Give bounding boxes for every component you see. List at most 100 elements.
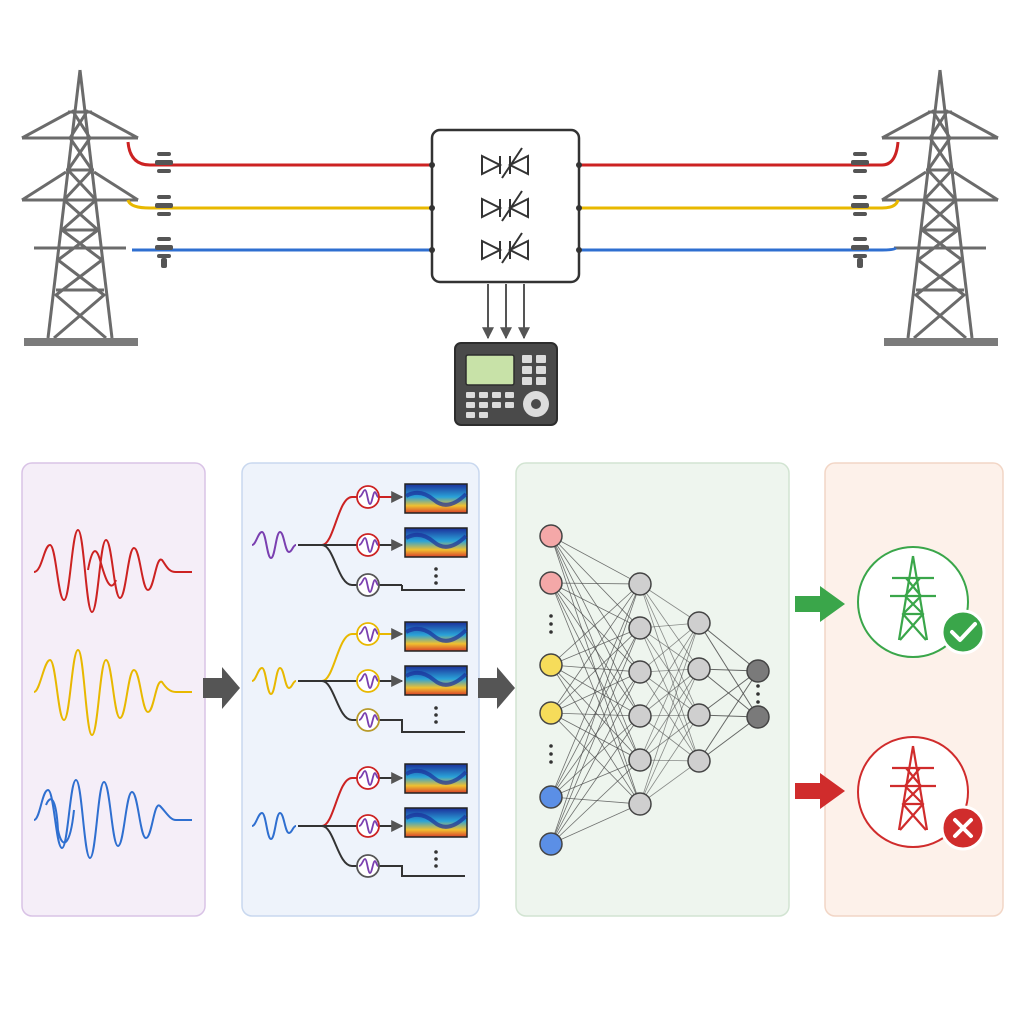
network-connection	[550, 583, 641, 798]
check-circle-icon	[940, 609, 986, 655]
network-connection	[550, 671, 641, 714]
network-panel	[515, 462, 790, 917]
hidden-node	[628, 660, 652, 684]
hidden-node	[628, 616, 652, 640]
network-connection	[550, 583, 641, 666]
phase-a-waveform	[33, 528, 192, 614]
hidden-node	[628, 792, 652, 816]
network-connection	[639, 583, 700, 670]
hidden-node	[628, 704, 652, 728]
network-connection	[639, 622, 700, 761]
network-connection	[550, 715, 641, 798]
phase-b-waveform	[33, 648, 192, 737]
network-connection	[639, 627, 700, 762]
spectrograms	[404, 483, 468, 838]
phase-c-line	[132, 246, 898, 252]
ellipsis-dot	[756, 700, 760, 704]
hidden-node	[687, 703, 711, 727]
wavelet-filter-icon	[356, 708, 380, 732]
spectrogram-image	[404, 763, 468, 794]
network-connection	[550, 582, 641, 673]
left-insulators-icon	[155, 152, 173, 268]
network-connection	[639, 714, 700, 805]
normal-tower-icon	[890, 555, 936, 641]
network-connection	[550, 535, 641, 673]
neural-network	[539, 524, 770, 856]
ellipsis-dot	[549, 614, 553, 618]
network-connection	[550, 582, 641, 585]
thyristor-switch-icon	[429, 128, 582, 284]
fault-tower-icon	[890, 745, 936, 831]
raw-waveforms	[33, 528, 192, 860]
controller-device-icon	[454, 342, 558, 426]
ellipsis-dot	[549, 622, 553, 626]
cross-circle-icon	[940, 805, 986, 851]
phase-c-waveform	[33, 778, 192, 860]
spectrogram-image	[404, 807, 468, 838]
wavelet-filter-icon	[356, 485, 380, 509]
normal-output-arrow	[795, 586, 845, 622]
network-connection	[550, 582, 641, 805]
flow-arrow-2	[478, 667, 515, 709]
spectrogram-image	[404, 527, 468, 558]
wavelet-filter-icon	[356, 533, 380, 557]
network-connection	[698, 622, 759, 672]
right-insulators-icon	[851, 152, 869, 268]
network-connection	[550, 582, 641, 761]
transform-tree	[251, 491, 465, 877]
output-panel	[824, 462, 1004, 917]
network-connection	[698, 670, 759, 716]
network-connection	[550, 535, 641, 629]
flow-arrow-1	[203, 667, 240, 709]
network-connection	[639, 583, 700, 624]
hidden-node	[687, 611, 711, 635]
spectrogram-image	[404, 621, 468, 652]
network-connection	[639, 715, 700, 762]
network-connection	[550, 664, 641, 673]
network-connection	[550, 583, 641, 714]
ellipsis-dot	[549, 744, 553, 748]
network-connection	[639, 760, 700, 805]
network-connection	[639, 668, 700, 805]
input-node	[539, 653, 563, 677]
transmission-system	[21, 69, 999, 426]
network-connection	[639, 583, 700, 762]
output-node	[746, 659, 770, 683]
ellipsis-dot	[549, 752, 553, 756]
hidden-node	[628, 572, 652, 596]
input-node	[539, 785, 563, 809]
hidden-node	[628, 748, 652, 772]
signal-arrows	[482, 284, 530, 340]
input-node	[539, 524, 563, 548]
output-node	[746, 705, 770, 729]
network-connection	[639, 714, 700, 761]
network-connection	[698, 670, 759, 762]
network-connection	[639, 671, 700, 716]
right-transmission-tower-icon	[881, 69, 999, 346]
hidden-node	[687, 657, 711, 681]
network-connection	[550, 627, 641, 666]
network-connection	[550, 671, 641, 845]
blue-input-wavelet	[251, 811, 297, 841]
network-connection	[550, 627, 641, 845]
wavelet-filter-icon	[356, 854, 380, 878]
network-connection	[639, 622, 700, 673]
network-connection	[639, 622, 700, 717]
network-connection	[639, 671, 700, 762]
yellow-input-wavelet	[251, 666, 297, 696]
ellipsis-dot	[549, 760, 553, 764]
network-connection	[550, 759, 641, 798]
network-connection	[639, 583, 700, 716]
network-connection	[698, 716, 759, 762]
network-connection	[639, 627, 700, 670]
hidden-node	[687, 749, 711, 773]
network-connection	[550, 671, 641, 798]
purple-input-wavelet	[251, 530, 297, 560]
network-connection	[639, 627, 700, 716]
network-connection	[550, 535, 641, 585]
input-node	[539, 571, 563, 595]
ellipsis-dots	[434, 567, 438, 868]
input-node	[539, 701, 563, 725]
network-connection	[550, 583, 641, 845]
network-connection	[550, 796, 641, 805]
